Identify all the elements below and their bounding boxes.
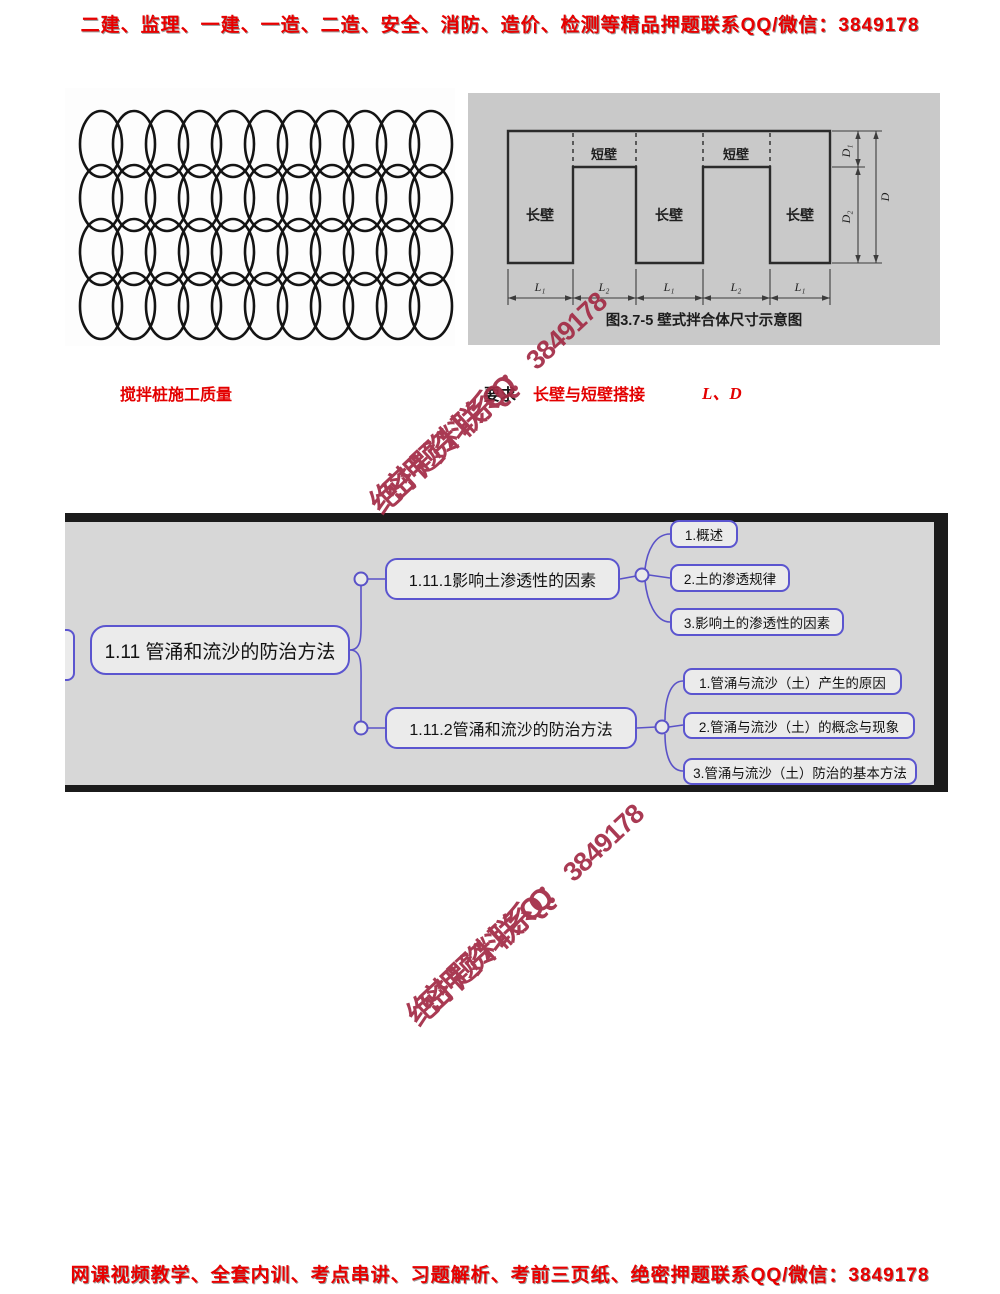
- dim-label-d2: D₂: [839, 211, 853, 225]
- body-text-formula: L、D: [702, 384, 742, 403]
- mindmap-image: 1.11 管涌和流沙的防治方法 1.11.1影响土渗透性的因素 1.11.2管涌…: [65, 513, 948, 792]
- dim-label-l: L₂: [730, 280, 742, 294]
- dim-label-d1: D₁: [839, 145, 853, 159]
- wall-figure-svg: 长壁 长壁 长壁 短壁 短壁 L₁ L₂ L₁ L₂ L₁ D₁ D₂ D 图3…: [506, 129, 892, 329]
- bottom-dimension-lines: [507, 269, 831, 305]
- header-promo-text: 二建、监理、一建、一造、二造、安全、消防、造价、检测等精品押题联系QQ/微信：3…: [80, 15, 920, 36]
- watermark-number: 3849178: [557, 798, 650, 888]
- long-wall-label: 长壁: [526, 207, 554, 223]
- mindmap-leaf: 3.管涌与流沙（土）防治的基本方法: [683, 758, 917, 785]
- mindmap-connectors: [349, 533, 684, 772]
- body-text-black: 要求: [484, 387, 517, 404]
- long-wall-label: 长壁: [655, 207, 683, 223]
- body-text-red-1: 搅拌桩施工质量: [120, 387, 233, 404]
- dim-label-l: L₁: [794, 280, 806, 294]
- mindmap-branch1-node: 1.11.1影响土渗透性的因素: [385, 558, 620, 600]
- watermark-text: 绝密押题资料联系QQ：: [401, 874, 567, 1033]
- wall-outline-shape: [506, 129, 832, 265]
- mindmap-root-node: 1.11 管涌和流沙的防治方法: [90, 625, 350, 675]
- dim-label-l: L₁: [663, 280, 675, 294]
- mindmap-leaf: 1.管涌与流沙（土）产生的原因: [683, 668, 902, 695]
- mindmap-leaf: 3.影响土的渗透性的因素: [670, 608, 844, 636]
- mindmap-leaf: 2.土的渗透规律: [670, 564, 790, 592]
- pile-overlap-figure: [65, 88, 455, 346]
- mindmap-leaf: 1.概述: [670, 520, 738, 548]
- short-wall-label: 短壁: [591, 147, 617, 162]
- dim-label-l: L₂: [598, 280, 610, 294]
- watermark-text: 绝密押题资料联系QQ：: [364, 362, 530, 521]
- footer-promo-text: 网课视频教学、全套内训、考点串讲、习题解析、考前三页纸、绝密押题联系QQ/微信：…: [70, 1265, 930, 1286]
- short-wall-label: 短壁: [723, 147, 749, 162]
- mindmap-branch2-node: 1.11.2管涌和流沙的防治方法: [385, 707, 637, 749]
- long-wall-label: 长壁: [786, 207, 814, 223]
- dim-label-d: D: [878, 192, 892, 202]
- mindmap-leaf: 2.管涌与流沙（土）的概念与现象: [683, 712, 915, 739]
- dim-label-l: L₁: [534, 280, 546, 294]
- figure-caption: 图3.7-5 壁式拌合体尺寸示意图: [606, 311, 803, 329]
- watermark-lower: 绝密押题资料联系QQ：3849178: [395, 791, 652, 1034]
- side-dimension-lines: [855, 131, 879, 263]
- clipped-parent-node: [65, 629, 75, 681]
- wall-dimension-figure: 长壁 长壁 长壁 短壁 短壁 L₁ L₂ L₁ L₂ L₁ D₁ D₂ D 图3…: [468, 93, 940, 345]
- body-text-red-2: 长壁与短壁搭接: [533, 387, 646, 404]
- pile-pattern-svg: [78, 109, 454, 341]
